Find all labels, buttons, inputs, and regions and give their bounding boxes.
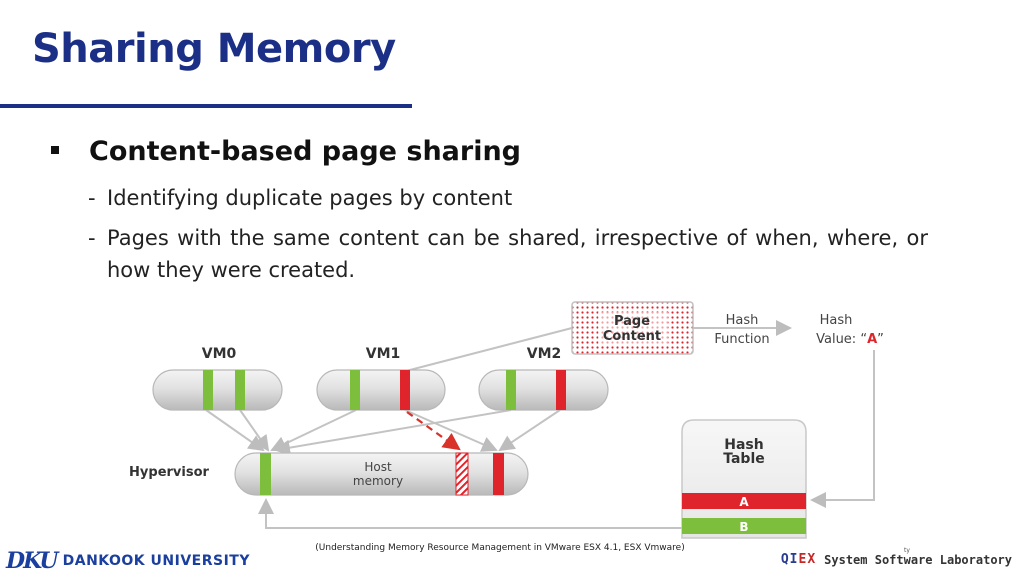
connector-lines bbox=[205, 320, 875, 529]
dku-mark: DKU bbox=[6, 548, 59, 574]
hash-table-entry-a-label: A bbox=[739, 495, 749, 509]
slide-title: Sharing Memory bbox=[32, 26, 396, 72]
dku-name: DANKOOK UNIVERSITY bbox=[62, 553, 250, 569]
vm2-label: VM2 bbox=[527, 346, 562, 362]
table-to-hostmemory-arrow bbox=[258, 498, 682, 529]
hash-value-letter: A bbox=[867, 332, 877, 347]
subpoint-text: Identifying duplicate pages by content bbox=[107, 186, 513, 210]
vm1-label: VM1 bbox=[366, 346, 401, 362]
hash-value-prefix: Value: “ bbox=[816, 332, 867, 347]
host-green-page bbox=[260, 453, 271, 495]
hash-table-label-1: Hash bbox=[724, 437, 763, 453]
lab-mark-b: EX bbox=[798, 552, 817, 567]
hash-value-suffix: ” bbox=[877, 332, 884, 347]
system-software-lab-logo: QIEX System Software Laboratory bbox=[781, 552, 1012, 567]
subpoint-2: - Pages with the same content can be sha… bbox=[88, 222, 928, 286]
hash-value-text: Value: “A” bbox=[816, 332, 884, 347]
lab-name: System Software Laboratory bbox=[824, 552, 1012, 567]
bullet-square-icon bbox=[51, 146, 59, 154]
copy-on-share-dashed-arrow bbox=[406, 411, 461, 451]
hash-function-label-2: Function bbox=[714, 332, 769, 347]
hash-table-entry-b bbox=[682, 518, 806, 534]
host-red-page bbox=[493, 453, 504, 495]
bullet-heading: Content-based page sharing bbox=[89, 136, 522, 167]
subpoint-1: - Identifying duplicate pages by content bbox=[88, 182, 928, 214]
host-memory-bar bbox=[234, 452, 529, 496]
hash-value-label: Hash bbox=[820, 313, 853, 328]
vm0-green-page bbox=[203, 370, 213, 410]
vm2-green-arrow bbox=[274, 409, 512, 456]
subpoint-dash: - bbox=[88, 226, 96, 250]
vm2-red-page bbox=[556, 370, 566, 410]
lab-mark-a: QI bbox=[780, 552, 799, 567]
dankook-university-logo: DKU DANKOOK UNIVERSITY bbox=[6, 548, 250, 574]
lab-mark: QIEX bbox=[781, 552, 816, 567]
hash-table-entry-b-label: B bbox=[739, 520, 748, 534]
subpoint-dash: - bbox=[88, 186, 96, 210]
vm0-memory-bar bbox=[152, 369, 283, 411]
host-memory-label-1: Host bbox=[364, 460, 392, 474]
vm1-red-page bbox=[400, 370, 410, 410]
hash-function-label-1: Hash bbox=[726, 313, 759, 328]
hashvalue-to-table-arrow bbox=[810, 350, 875, 508]
vm1-red-arrow bbox=[404, 409, 498, 452]
figure-caption: (Understanding Memory Resource Managemen… bbox=[315, 543, 685, 553]
hypervisor-label: Hypervisor bbox=[129, 465, 209, 480]
page-content-label-1: Page bbox=[614, 314, 650, 329]
hash-table-entry-a bbox=[682, 493, 806, 509]
host-memory-label-2: memory bbox=[353, 474, 403, 488]
vm0-right-arrow bbox=[239, 409, 270, 452]
lab-tiny-text: ty bbox=[904, 547, 910, 554]
host-freed-page bbox=[455, 452, 469, 496]
title-underline bbox=[0, 104, 412, 108]
page-content-label-2: Content bbox=[603, 329, 661, 344]
vm1-memory-bar bbox=[316, 369, 446, 411]
subpoint-text: Pages with the same content can be share… bbox=[107, 226, 928, 282]
vm2-memory-bar bbox=[478, 369, 609, 411]
hash-table bbox=[681, 419, 807, 539]
hash-table-label-2: Table bbox=[723, 451, 765, 467]
vm0-green-page bbox=[235, 370, 245, 410]
vm2-red-arrow bbox=[498, 409, 561, 452]
page-to-vm1-line bbox=[405, 327, 573, 372]
vm2-green-page bbox=[506, 370, 516, 410]
vm0-label: VM0 bbox=[202, 346, 237, 362]
vm1-green-page bbox=[350, 370, 360, 410]
